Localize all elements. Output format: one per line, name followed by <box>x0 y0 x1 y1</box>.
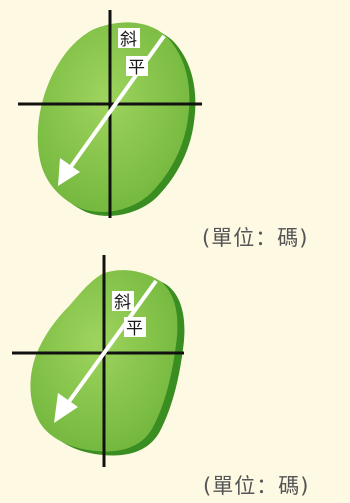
slope-arrow <box>54 279 158 423</box>
slope-label-1: 斜 <box>120 30 137 50</box>
green-surface <box>37 22 190 212</box>
slope-label-bg-2 <box>126 56 148 76</box>
unit-label: (單位：碼) <box>202 226 309 250</box>
slope-label-bg-2 <box>124 317 146 337</box>
green-diagram-bottom: 斜 平 (單位：碼) <box>0 253 350 503</box>
green-slope-diagram: 斜 平 <box>12 255 185 467</box>
slope-label-bg-1 <box>118 28 140 48</box>
green-slope-diagram: 斜 平 <box>18 10 202 218</box>
slope-label-bg-1 <box>112 291 134 311</box>
slope-label-2: 平 <box>128 58 145 78</box>
slope-label-1: 斜 <box>114 293 131 313</box>
slope-label-2: 平 <box>126 319 143 339</box>
green-diagram-top: 斜 平 (單位：碼) <box>0 0 350 250</box>
slope-arrow <box>58 34 166 186</box>
unit-label: (單位：碼) <box>203 474 310 498</box>
